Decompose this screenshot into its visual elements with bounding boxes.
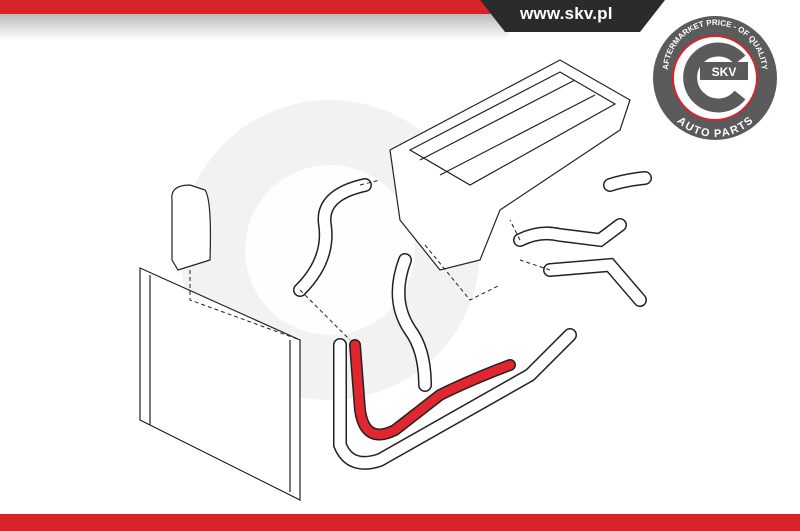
website-url: www.skv.pl (520, 4, 613, 23)
highlighted-hose (350, 340, 515, 439)
expansion-tank (171, 184, 212, 271)
footer-red-band (0, 514, 800, 531)
header-dark-band (480, 0, 665, 32)
skv-logo: SKV AFTERMARKET PRICE - OF QUALITY AUTO … (653, 16, 777, 140)
logo-brand: SKV (712, 65, 737, 79)
cylinder-head (389, 59, 631, 271)
radiator (139, 267, 301, 501)
header-red-band (0, 0, 500, 14)
header-shadow (0, 14, 520, 40)
leader-lines (189, 179, 551, 341)
